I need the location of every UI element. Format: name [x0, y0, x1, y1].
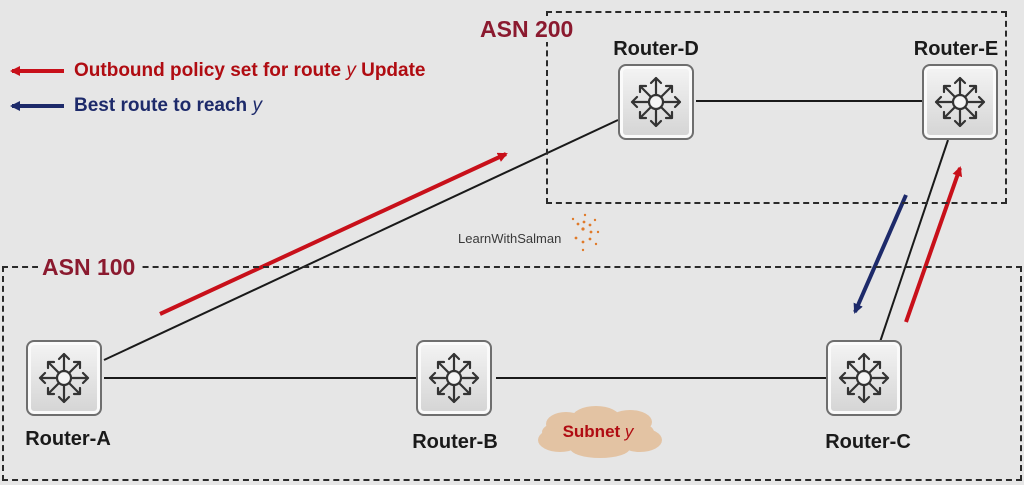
watermark-text: LearnWithSalman	[458, 231, 562, 246]
router-c[interactable]	[826, 340, 902, 416]
subnet-cloud	[538, 406, 662, 458]
router-b-label: Router-B	[412, 431, 498, 453]
router-d[interactable]	[618, 64, 694, 140]
asn-100-boundary	[2, 266, 1022, 481]
router-icon	[38, 352, 90, 404]
router-a-label: Router-A	[25, 428, 111, 450]
legend-outbound-text: Outbound policy set for route y Update	[74, 60, 426, 81]
outbound-arrow-c-e	[904, 166, 963, 323]
router-icon	[934, 76, 986, 128]
router-a[interactable]	[26, 340, 102, 416]
router-icon	[630, 76, 682, 128]
router-icon	[428, 352, 480, 404]
legend-best-route-text: Best route to reach y	[74, 95, 262, 116]
subnet-label: Subnet y	[562, 422, 634, 441]
best-route-arrow-e-c	[853, 194, 908, 314]
router-e-label: Router-E	[913, 38, 999, 60]
asn-200-label: ASN 200	[476, 16, 578, 42]
outbound-arrow-a-d	[159, 152, 508, 316]
asn-100-label: ASN 100	[38, 254, 140, 280]
link-a-d	[103, 119, 619, 361]
router-d-label: Router-D	[613, 38, 699, 60]
router-e[interactable]	[922, 64, 998, 140]
router-c-label: Router-C	[825, 431, 911, 453]
router-b[interactable]	[416, 340, 492, 416]
asn-200-boundary	[546, 11, 1007, 204]
link-e-c	[879, 139, 949, 343]
watermark-burst-icon	[571, 213, 600, 252]
router-icon	[838, 352, 890, 404]
